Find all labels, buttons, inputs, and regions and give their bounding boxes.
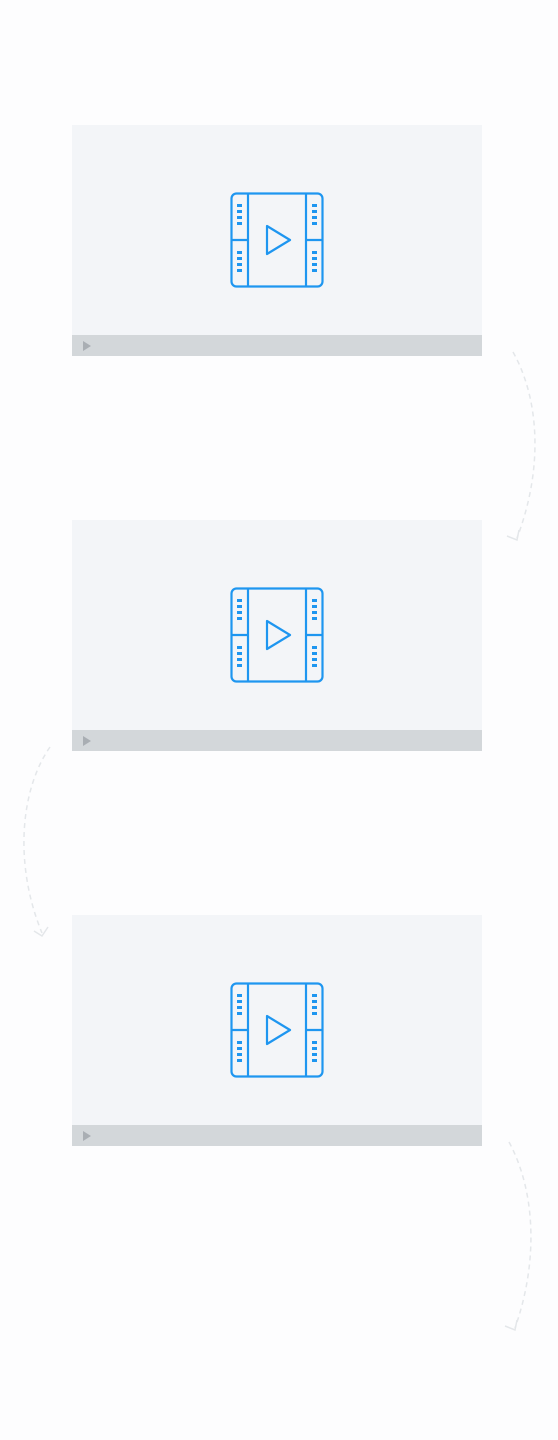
play-icon[interactable] <box>81 1130 93 1142</box>
video-film-icon[interactable] <box>230 587 324 683</box>
video-controls-bar <box>72 1125 482 1146</box>
video-film-icon[interactable] <box>230 192 324 288</box>
play-icon[interactable] <box>81 735 93 747</box>
video-controls-bar <box>72 335 482 356</box>
connector-arrow-1 <box>506 351 536 542</box>
connector-arrow-3 <box>504 1141 532 1332</box>
video-film-icon[interactable] <box>230 982 324 1078</box>
play-icon[interactable] <box>81 340 93 352</box>
video-player-1[interactable] <box>72 125 482 356</box>
video-player-3[interactable] <box>72 915 482 1146</box>
connector-arrow-2 <box>23 746 51 938</box>
video-player-2[interactable] <box>72 520 482 751</box>
video-controls-bar <box>72 730 482 751</box>
